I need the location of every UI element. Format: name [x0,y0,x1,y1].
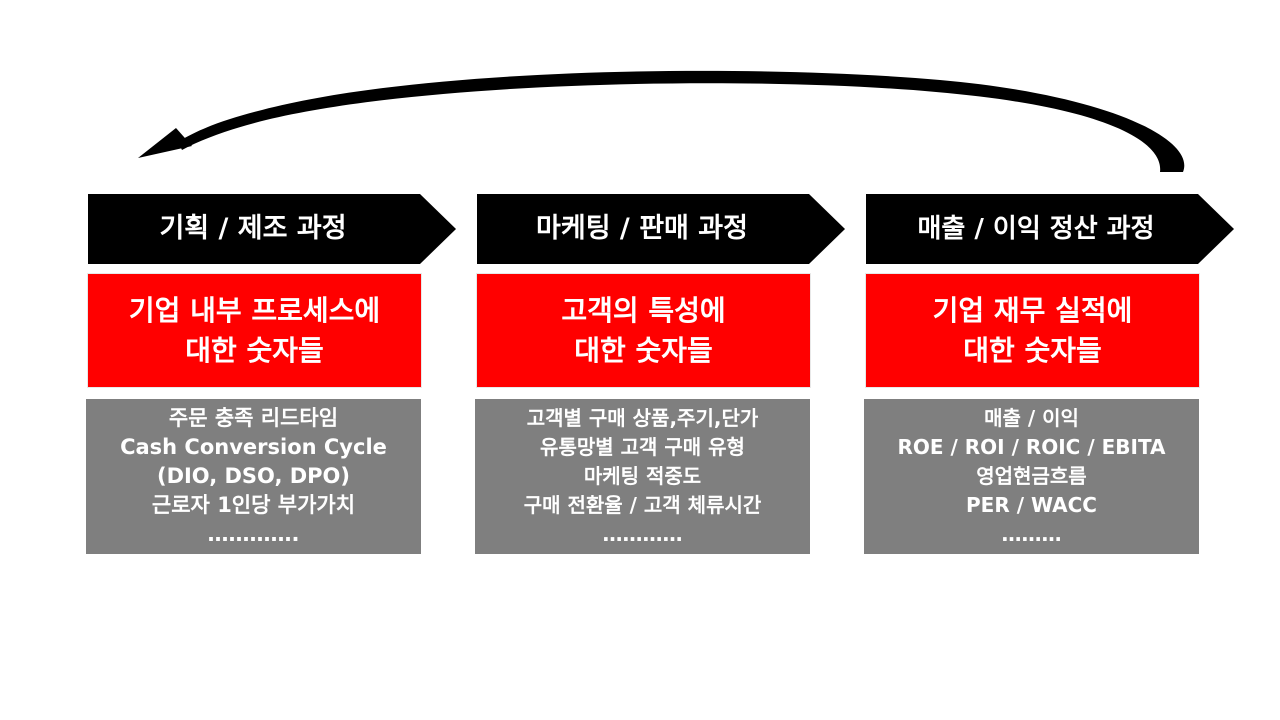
stage-metrics-box: 매출 / 이익 ROE / ROI / ROIC / EBITA 영업현금흐름 … [864,399,1199,554]
stage-focus-text: 기업 재무 실적에 대한 숫자들 [932,293,1133,367]
cycle-return-arrow-icon [138,70,1185,172]
metric-item: 매출 / 이익 [984,406,1079,430]
chevron-shape [88,194,456,264]
stage-title: 매출 / 이익 정산 과정 [917,214,1155,244]
stage-focus-box: 고객의 특성에 대한 숫자들 [477,274,810,387]
metric-item: 고객별 구매 상품,주기,단가 [526,406,759,430]
metric-item: 유통망별 고객 구매 유형 [540,435,745,459]
stage-focus-box: 기업 내부 프로세스에 대한 숫자들 [88,274,421,387]
metric-item: Cash Conversion Cycle [120,435,387,459]
metric-item: PER / WACC [966,493,1097,517]
metrics-list: 주문 충족 리드타임 Cash Conversion Cycle (DIO, D… [120,404,387,549]
stage-column-settlement: 매출 / 이익 정산 과정 기업 재무 실적에 대한 숫자들 매출 / 이익 R… [864,194,1236,556]
metric-item: ROE / ROI / ROIC / EBITA [897,435,1166,459]
metric-item: ………… [602,522,683,546]
stage-header-chevron: 매출 / 이익 정산 과정 [866,194,1236,264]
stage-focus-text: 기업 내부 프로세스에 대한 숫자들 [128,293,381,367]
chevron-shape [866,194,1234,264]
stage-header-chevron: 마케팅 / 판매 과정 [477,194,847,264]
stage-focus-text: 고객의 특성에 대한 숫자들 [561,293,726,367]
metric-item: 주문 충족 리드타임 [168,406,339,430]
metrics-list: 고객별 구매 상품,주기,단가 유통망별 고객 구매 유형 마케팅 적중도 구매… [524,404,762,549]
stage-header-chevron: 기획 / 제조 과정 [88,194,458,264]
metric-item: ……… [1001,522,1062,546]
metrics-list: 매출 / 이익 ROE / ROI / ROIC / EBITA 영업현금흐름 … [897,404,1165,549]
metric-item: 근로자 1인당 부가가치 [151,493,356,517]
stage-focus-box: 기업 재무 실적에 대한 숫자들 [866,274,1199,387]
metric-item: 구매 전환율 / 고객 체류시간 [523,493,762,517]
metric-item: 마케팅 적중도 [583,464,702,488]
stage-title: 마케팅 / 판매 과정 [536,213,748,244]
chevron-shape [477,194,845,264]
stage-metrics-box: 고객별 구매 상품,주기,단가 유통망별 고객 구매 유형 마케팅 적중도 구매… [475,399,810,554]
metric-item: 영업현금흐름 [976,464,1087,488]
stage-title: 기획 / 제조 과정 [159,213,347,244]
stage-column-marketing: 마케팅 / 판매 과정 고객의 특성에 대한 숫자들 고객별 구매 상품,주기,… [475,194,847,556]
metric-item: (DIO, DSO, DPO) [156,464,350,488]
stage-metrics-box: 주문 충족 리드타임 Cash Conversion Cycle (DIO, D… [86,399,421,554]
stage-column-planning: 기획 / 제조 과정 기업 내부 프로세스에 대한 숫자들 주문 충족 리드타임… [86,194,458,556]
metric-item: …………. [207,522,300,546]
